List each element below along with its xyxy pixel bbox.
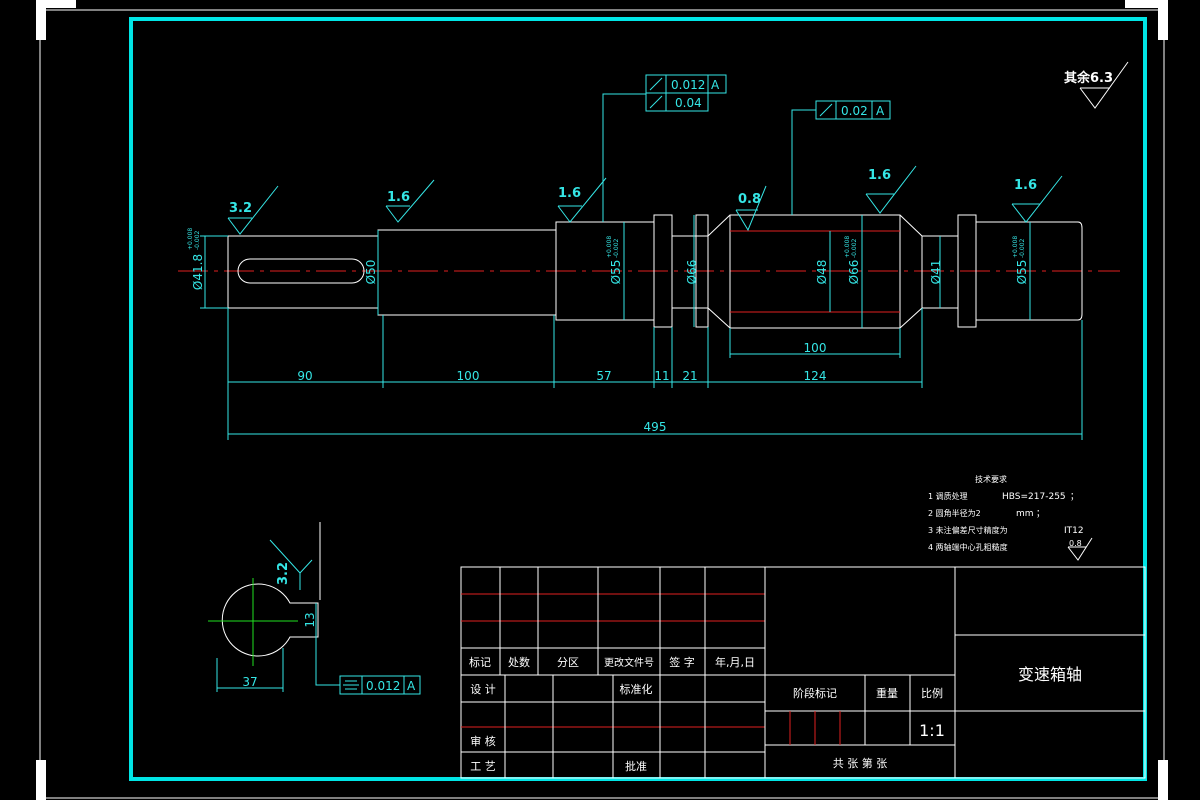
tb-header-0: 标记 [469,655,491,669]
tb-header-5: 年,月,日 [715,655,755,669]
len-4: 11 [654,369,669,383]
dia-6-tol-lower: -0.002 [851,238,858,258]
svg-text:0.8: 0.8 [738,192,761,207]
tech-requirements: 技术要求 1 调质处理 HBS=217-255 ； 2 圆角半径为2 mm ； … [928,474,1093,561]
tolerance-frame-group-2: 0.02 A [791,100,891,215]
dia-3-tol-upper: +0.008 [606,236,613,258]
len-2: 100 [457,369,480,383]
dia-8-tol-lower: -0.002 [1019,238,1026,258]
tb-process: 工 艺 [470,760,496,773]
dia-7-label: Ø41 [929,260,943,285]
len-total: 495 [644,420,667,434]
dia-6-tol-upper: +0.008 [844,236,851,258]
symmetry-value: 0.012 [366,679,400,693]
dia-3-tol-lower: -0.002 [613,238,620,258]
dia-5-label: Ø48 [815,260,829,285]
tech-item-4: 4 两轴端中心孔粗糙度 [928,542,1008,552]
tech-item-2-value: mm [1016,509,1034,519]
dia-4-label: Ø66 [685,260,699,285]
tb-header-4: 签 字 [669,655,695,669]
tb-part-name: 变速箱轴 [1018,665,1082,684]
roughness-5: 1.6 [865,165,917,214]
tb-ratio: 比例 [921,686,943,700]
tb-scale: 1:1 [919,721,945,740]
dia-3-label: Ø55 [609,260,623,285]
roughness-symbols: 3.2 1.6 1.6 0.8 1.6 1.6 [227,165,1063,235]
len-3: 57 [596,369,611,383]
roughness-6: 1.6 [1011,175,1063,223]
svg-text:1.6: 1.6 [868,168,891,183]
section-width: 37 [242,675,257,689]
tech-item-1-suffix: ； [1070,492,1079,502]
roughness-4: 0.8 [735,185,767,232]
svg-text:1.6: 1.6 [1014,178,1037,193]
tolerance-frame-group-1: 0.012 A 0.04 [602,74,727,222]
runout-2-value: 0.02 [841,104,868,118]
runout-1-datum: A [711,78,720,92]
runout-2-datum: A [876,104,885,118]
runout-1-value: 0.012 [671,78,705,92]
len-1: 90 [297,369,312,383]
section-roughness: 3.2 [276,562,291,585]
sheet-frame [36,0,1168,800]
general-roughness-note: 其余6.3 [1064,61,1129,109]
keyway-dim: 13 [303,612,317,627]
tech-item-1: 1 调质处理 [928,491,968,501]
tb-standardize: 标准化 [620,682,653,696]
tb-header-3: 更改文件号 [604,656,654,669]
general-roughness-text: 其余6.3 [1064,70,1113,86]
svg-text:1.6: 1.6 [387,190,410,205]
roughness-3: 1.6 [557,177,607,223]
tb-header-1: 处数 [508,656,530,669]
dia-1-tol-upper: +0.008 [187,228,194,250]
length-dimensions: 90 100 57 11 21 124 100 495 [227,308,1083,440]
tb-weight: 重量 [876,686,898,700]
tech-item-1-value: HBS=217-255 [1002,492,1066,502]
dia-6-label: Ø66 [847,260,861,285]
symmetry-datum: A [407,679,416,693]
tech-roughness: 0.8 [1069,539,1082,548]
svg-text:1.6: 1.6 [558,186,581,201]
dia-8-label: Ø55 [1015,260,1029,285]
dia-2-label: Ø50 [364,260,378,285]
tb-design: 设 计 [470,683,496,696]
tech-item-2-suffix: ； [1036,509,1045,519]
tb-review: 审 核 [470,734,496,748]
svg-text:3.2: 3.2 [229,201,252,216]
tech-title: 技术要求 [975,474,1007,484]
cylindricity-value: 0.04 [675,96,702,110]
dia-1-label: Ø41.8 [191,254,205,290]
tb-sheets: 共 张 第 张 [833,756,888,770]
title-block: 标记 处数 分区 更改文件号 签 字 年,月,日 设 计 标准化 审 核 工 艺… [460,566,1146,779]
len-6: 124 [804,369,827,383]
dia-8-tol-upper: +0.008 [1012,236,1019,258]
dia-1-tol-lower: -0.002 [194,230,201,250]
roughness-1: 3.2 [227,185,279,235]
tb-approve: 批准 [625,759,647,773]
section-view: 13 3.2 37 0.012 A [208,522,421,695]
diameter-dimensions: Ø41.8 +0.008 -0.002 Ø50 Ø55 +0.008 -0.00… [187,215,1031,328]
len-inner: 100 [804,341,827,355]
len-5: 21 [682,369,697,383]
roughness-2: 1.6 [385,179,435,223]
tb-stage-mark: 阶段标记 [793,686,837,700]
tb-header-2: 分区 [557,656,579,669]
tech-item-2: 2 圆角半径为2 [928,508,981,518]
tech-item-3-value: IT12 [1064,526,1084,536]
tech-item-3: 3 未注偏差尺寸精度为 [928,525,1008,535]
